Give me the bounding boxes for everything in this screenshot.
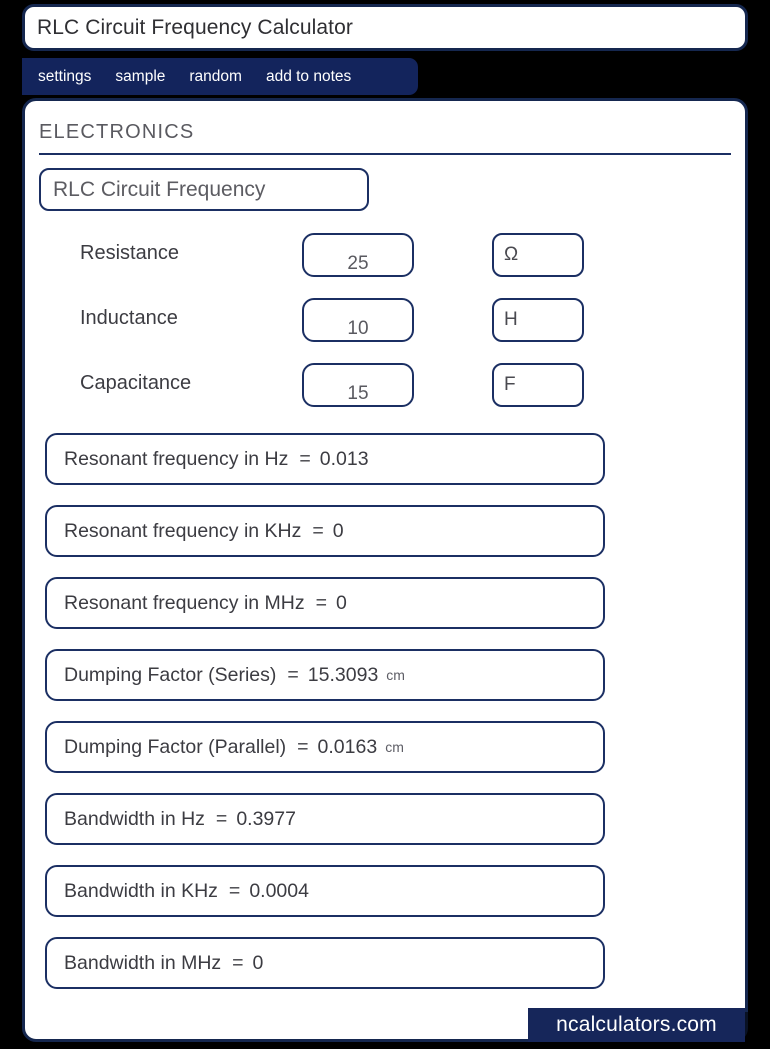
window-titlebar: RLC Circuit Frequency Calculator <box>22 4 748 51</box>
capacitance-value: 15 <box>347 383 369 404</box>
result-label: Dumping Factor (Series) <box>64 663 277 686</box>
section-title: ELECTRONICS <box>39 121 195 143</box>
result-value: 0.0163 <box>317 735 378 758</box>
result-equals: = <box>228 879 241 902</box>
resistance-unit-select[interactable]: Ω <box>492 233 584 277</box>
input-row-resistance: Resistance 25 Ω <box>25 229 725 277</box>
result-equals: = <box>287 663 299 686</box>
site-watermark-label: ncalculators.com <box>556 1013 717 1036</box>
resistance-value: 25 <box>347 253 369 274</box>
result-value: 0 <box>252 951 264 974</box>
result-value: 15.3093 <box>307 663 379 686</box>
main-panel: ELECTRONICS RLC Circuit Frequency Resist… <box>22 98 748 1042</box>
section-header: ELECTRONICS <box>39 115 731 155</box>
result-label: Resonant frequency in Hz <box>64 447 289 470</box>
nav-item-random[interactable]: random <box>189 67 242 85</box>
capacitance-unit-label: F <box>504 374 516 395</box>
result-row: Resonant frequency in MHz = 0 <box>45 577 605 629</box>
result-row: Bandwidth in MHz = 0 <box>45 937 605 989</box>
input-row-inductance: Inductance 10 H <box>25 294 725 342</box>
result-label: Bandwidth in MHz <box>64 951 222 974</box>
toolbar-nav: settings sample random add to notes <box>22 58 418 95</box>
result-value: 0 <box>332 519 344 542</box>
inductance-unit-select[interactable]: H <box>492 298 584 342</box>
result-value: 0.0004 <box>249 879 309 902</box>
nav-item-settings[interactable]: settings <box>38 67 92 85</box>
result-label: Dumping Factor (Parallel) <box>64 735 287 758</box>
capacitance-unit-select[interactable]: F <box>492 363 584 407</box>
result-value: 0.013 <box>319 447 369 470</box>
result-value: 0 <box>336 591 347 614</box>
nav-item-add-to-notes[interactable]: add to notes <box>265 67 352 85</box>
inductance-unit-label: H <box>504 309 518 330</box>
result-equals: = <box>299 447 311 470</box>
result-equals: = <box>297 735 309 758</box>
resistance-unit-label: Ω <box>504 244 519 265</box>
calculator-name-label: RLC Circuit Frequency <box>53 177 266 201</box>
result-row: Dumping Factor (Parallel) = 0.0163 cm <box>45 721 605 773</box>
result-equals: = <box>232 951 244 974</box>
result-equals: = <box>215 807 228 830</box>
inductance-value: 10 <box>347 318 369 339</box>
result-label: Resonant frequency in KHz <box>64 519 302 542</box>
nav-item-sample[interactable]: sample <box>115 67 166 85</box>
result-label: Resonant frequency in MHz <box>64 591 305 614</box>
result-value: 0.3977 <box>236 807 296 830</box>
result-row: Dumping Factor (Series) = 15.3093 cm <box>45 649 605 701</box>
result-row: Resonant frequency in Hz = 0.013 <box>45 433 605 485</box>
result-row: Bandwidth in KHz = 0.0004 <box>45 865 605 917</box>
input-label-inductance: Inductance <box>80 307 178 329</box>
calculator-name-box[interactable]: RLC Circuit Frequency <box>39 168 369 211</box>
page-title: RLC Circuit Frequency Calculator <box>37 15 353 39</box>
result-label: Bandwidth in Hz <box>64 807 205 830</box>
result-equals: = <box>312 519 324 542</box>
capacitance-input[interactable]: 15 <box>302 363 414 407</box>
result-unit: cm <box>386 667 405 683</box>
result-label: Bandwidth in KHz <box>64 879 218 902</box>
input-row-capacitance: Capacitance 15 F <box>25 359 725 407</box>
input-label-capacitance: Capacitance <box>80 372 192 394</box>
result-row: Bandwidth in Hz = 0.3977 <box>45 793 605 845</box>
result-equals: = <box>315 591 328 614</box>
site-watermark-badge: ncalculators.com <box>528 1008 745 1042</box>
result-row: Resonant frequency in KHz = 0 <box>45 505 605 557</box>
inductance-input[interactable]: 10 <box>302 298 414 342</box>
result-unit: cm <box>385 739 404 755</box>
input-label-resistance: Resistance <box>80 242 179 264</box>
resistance-input[interactable]: 25 <box>302 233 414 277</box>
